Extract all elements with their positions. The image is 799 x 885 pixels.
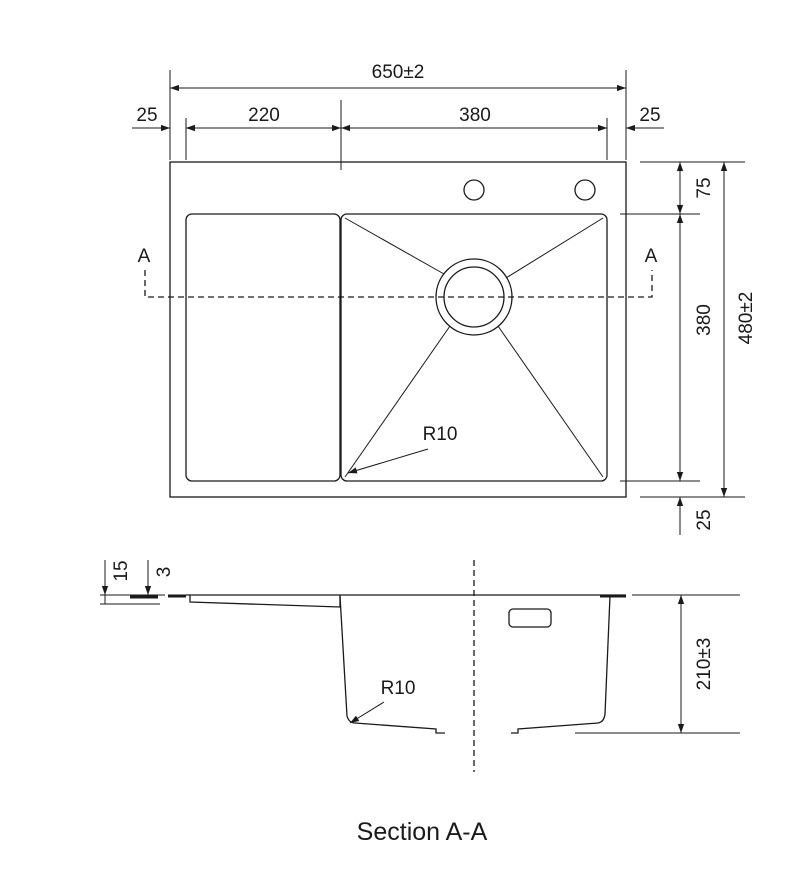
bowl-length-label: 380 bbox=[694, 304, 715, 336]
drainboard-width-label: 220 bbox=[248, 105, 280, 126]
bottom-margin-label: 25 bbox=[694, 509, 715, 530]
depth-label: 210±3 bbox=[694, 638, 715, 691]
top-margin-label: 75 bbox=[694, 177, 715, 198]
section-radius-label: R10 bbox=[381, 678, 416, 699]
section-radius-arrow bbox=[349, 701, 385, 724]
section-line bbox=[144, 270, 653, 298]
corner-radius-label: R10 bbox=[423, 424, 458, 445]
thickness-label: 3 bbox=[154, 567, 175, 578]
section-title: Section A-A bbox=[357, 818, 488, 846]
plan-view: A A R10 650±2 25 220 380 25 bbox=[132, 62, 757, 535]
left-margin-label: 25 bbox=[136, 105, 157, 126]
section-drainboard bbox=[189, 595, 341, 608]
sink-outline bbox=[169, 161, 627, 498]
section-bowl-right bbox=[511, 595, 611, 734]
section-marker-right: A bbox=[645, 246, 658, 267]
bowl-slope-lines bbox=[344, 217, 604, 478]
extension-lines bbox=[169, 70, 627, 170]
section-view: 15 3 210±3 R10 Section A-A bbox=[100, 560, 740, 846]
overall-length-label: 480±2 bbox=[736, 292, 757, 345]
drainboard bbox=[185, 213, 341, 482]
section-bowl-left bbox=[339, 595, 445, 734]
bowl-width-label: 380 bbox=[459, 105, 491, 126]
bowl bbox=[340, 213, 608, 482]
overall-width-label: 650±2 bbox=[372, 62, 425, 83]
right-extension-lines bbox=[620, 161, 745, 498]
faucet-hole-icon bbox=[463, 179, 485, 201]
flange-height-label: 15 bbox=[111, 560, 132, 581]
overflow-slot bbox=[508, 608, 552, 628]
faucet-hole-icon bbox=[574, 179, 596, 201]
radius-arrow bbox=[347, 448, 429, 474]
section-marker-left: A bbox=[138, 246, 151, 267]
right-margin-label: 25 bbox=[639, 105, 660, 126]
